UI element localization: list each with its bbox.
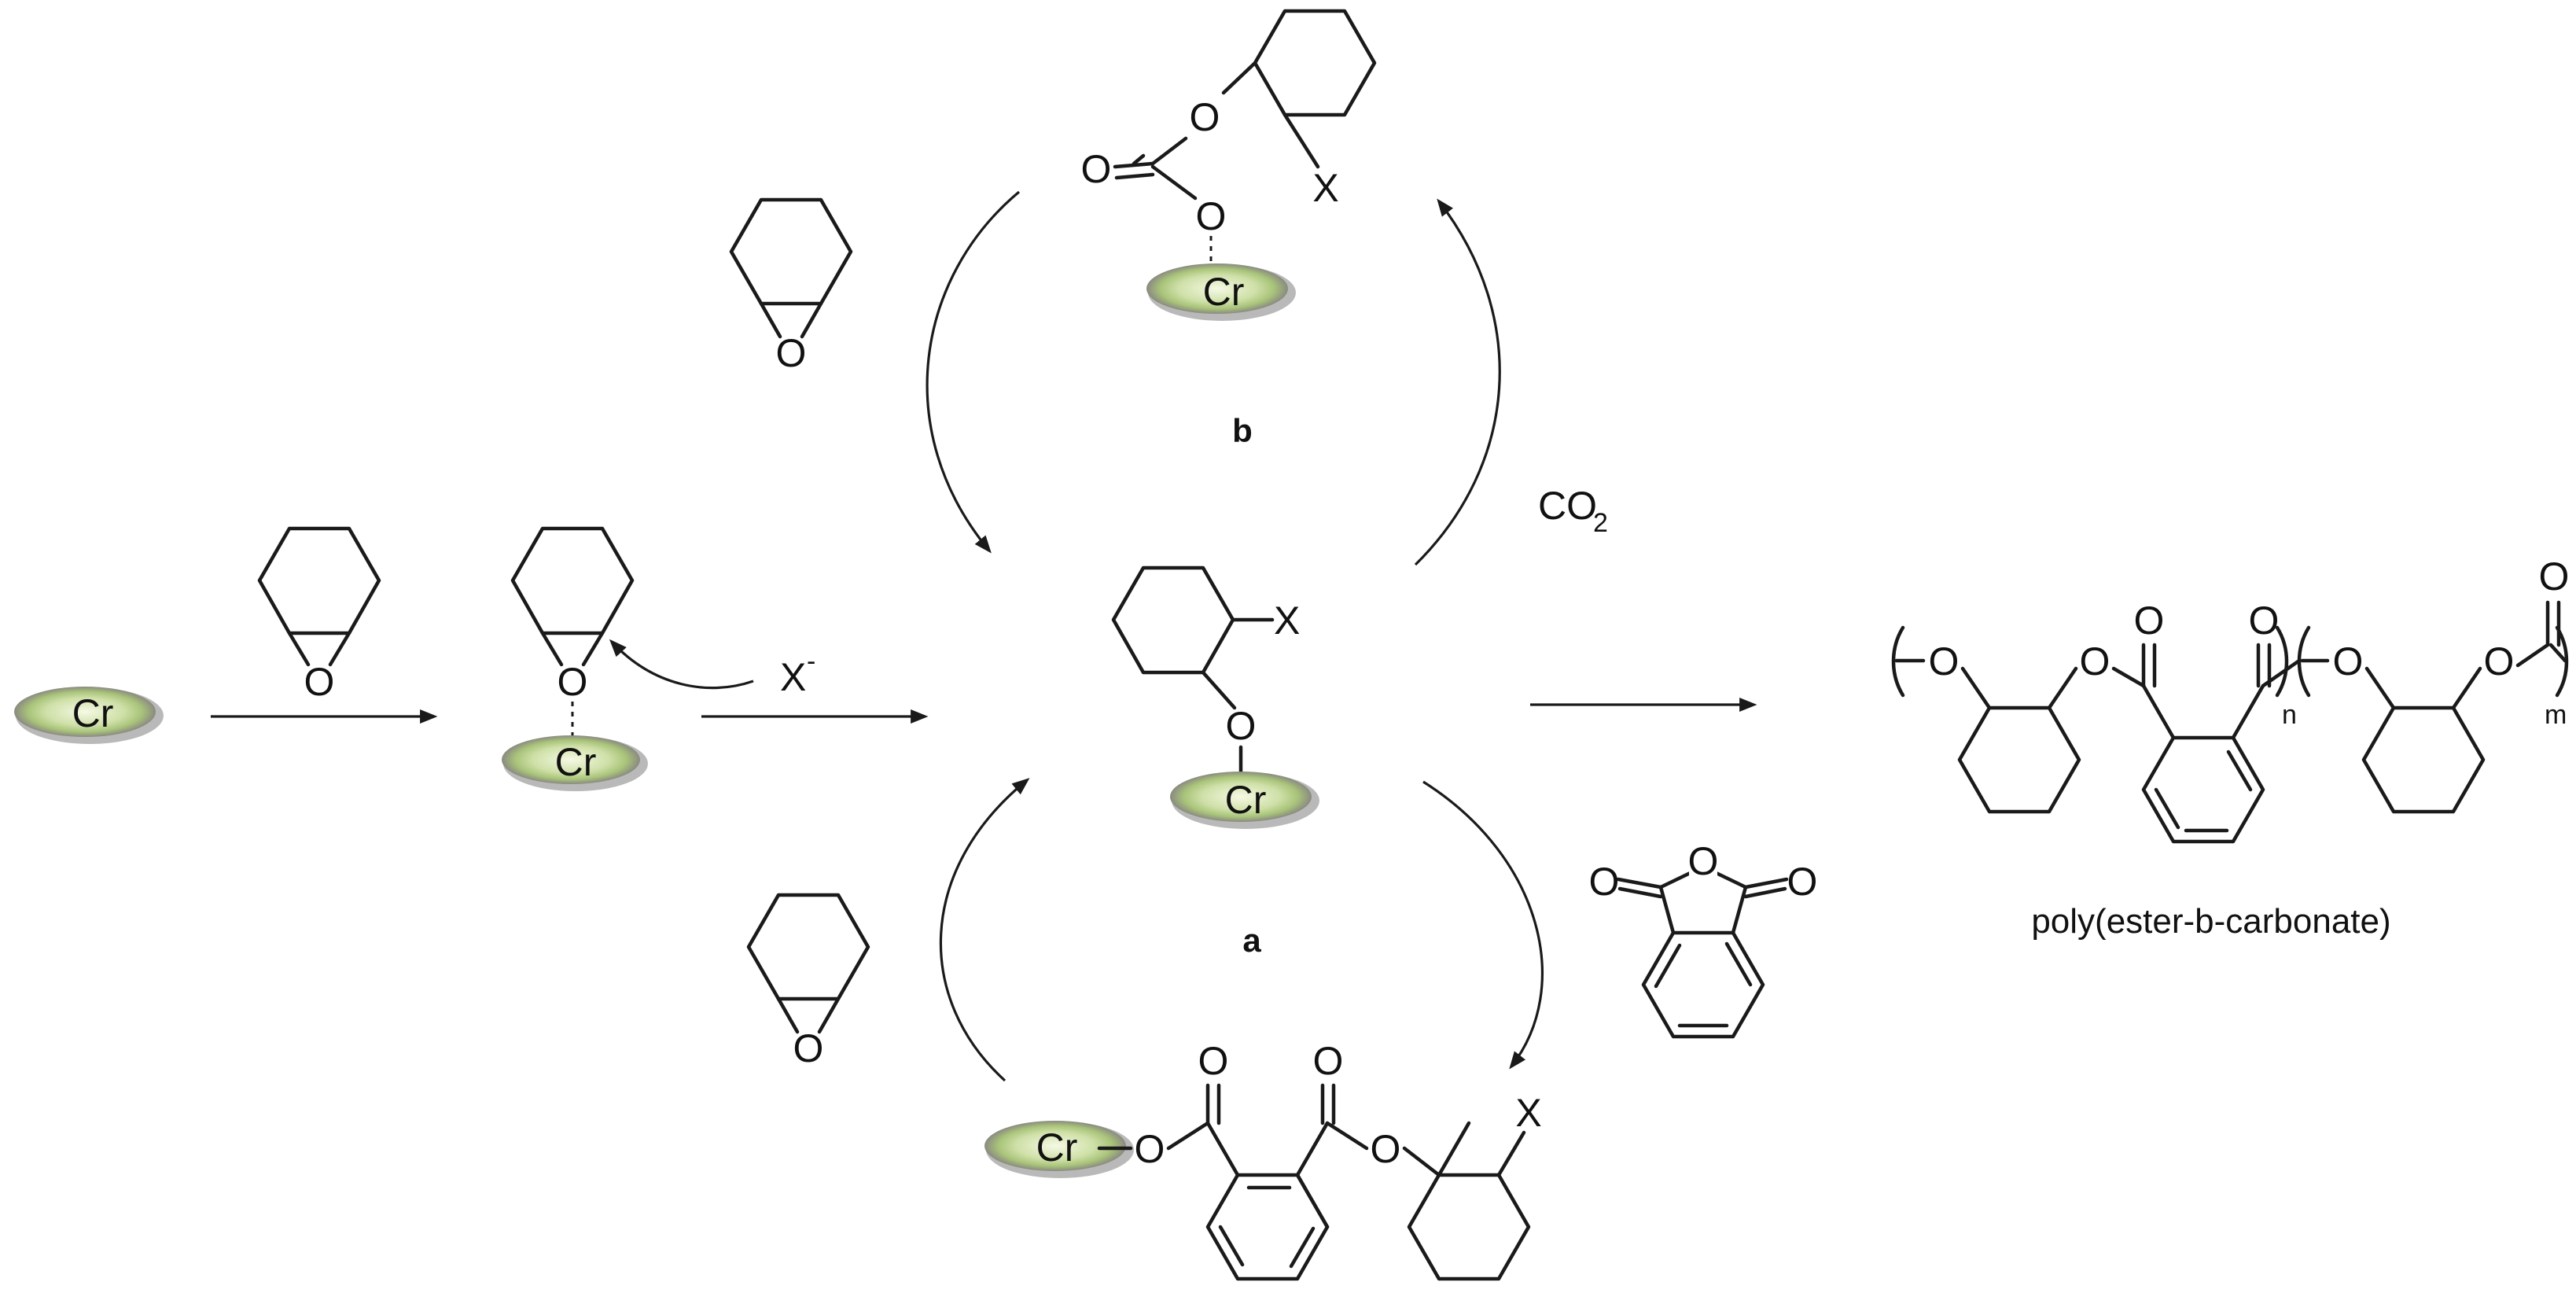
svg-text:m: m [2545,700,2567,730]
svg-text:Cr: Cr [555,740,597,784]
svg-text:O: O [2539,554,2570,599]
svg-text:X: X [1515,1091,1541,1135]
svg-text:O: O [2249,599,2280,643]
cr-catalyst-complex: Cr [14,687,164,744]
ester-intermediate-a: Cr O O O O X [984,1039,1542,1281]
svg-text:CO: CO [1538,484,1597,528]
svg-text:O: O [1589,860,1620,904]
svg-text:X: X [1312,166,1338,210]
intermediate-b-label: b [1232,412,1253,449]
svg-text:O: O [1787,860,1818,904]
phthalic-anhydride-reagent: O O O [1589,839,1818,1039]
svg-text:X: X [1274,599,1300,643]
cyclohexene-oxide-reagent-3: O [746,893,870,1070]
svg-text:O: O [1135,1127,1165,1171]
cyclohexene-oxide-reagent-2: O [729,197,853,375]
svg-text:-: - [807,646,815,676]
svg-text:O: O [1688,839,1719,883]
svg-text:O: O [1198,1039,1229,1083]
svg-text:O: O [1081,147,1112,191]
cycle-arrow-top-right [1414,198,1501,566]
svg-text:O: O [776,331,807,375]
nucleophile-attack-arrow [609,639,754,690]
svg-text:O: O [1190,95,1220,139]
cr-label: Cr [72,691,114,735]
svg-text:O: O [304,660,335,704]
svg-text:O: O [1313,1039,1344,1083]
svg-text:O: O [558,660,588,704]
polymer-product: O O O O n O O O m [1891,554,2570,844]
cyclohexene-oxide-reagent-1: O [257,526,381,704]
svg-text:2: 2 [1593,508,1608,538]
co2-reagent-label: CO 2 [1538,484,1608,538]
svg-text:O: O [2333,639,2364,683]
intermediate-a-label: a [1242,922,1261,959]
epoxide-cr-adduct: O Cr [502,526,648,791]
svg-text:Cr: Cr [1203,270,1245,314]
cycle-arrow-bottom-right [1422,780,1544,1070]
cycle-arrow-bottom-left [939,778,1030,1082]
svg-text:n: n [2282,700,2297,730]
halide-anion-label: X - [780,646,815,699]
svg-text:X: X [780,655,806,699]
svg-text:O: O [1196,194,1227,238]
svg-text:O: O [2134,599,2165,643]
svg-text:O: O [1371,1127,1401,1171]
svg-text:O: O [1226,704,1257,748]
svg-text:O: O [2080,639,2110,683]
cycle-arrow-top-left [926,190,1021,554]
svg-text:O: O [793,1026,824,1070]
carbonate-intermediate-b: X O O O Cr [1081,9,1377,321]
svg-text:O: O [1929,639,1960,683]
svg-text:Cr: Cr [1036,1125,1078,1170]
svg-text:O: O [2484,639,2515,683]
alkoxide-intermediate: X O Cr [1111,565,1319,829]
product-name-caption: poly(ester-b-carbonate) [2031,902,2390,941]
svg-text:Cr: Cr [1225,778,1267,822]
